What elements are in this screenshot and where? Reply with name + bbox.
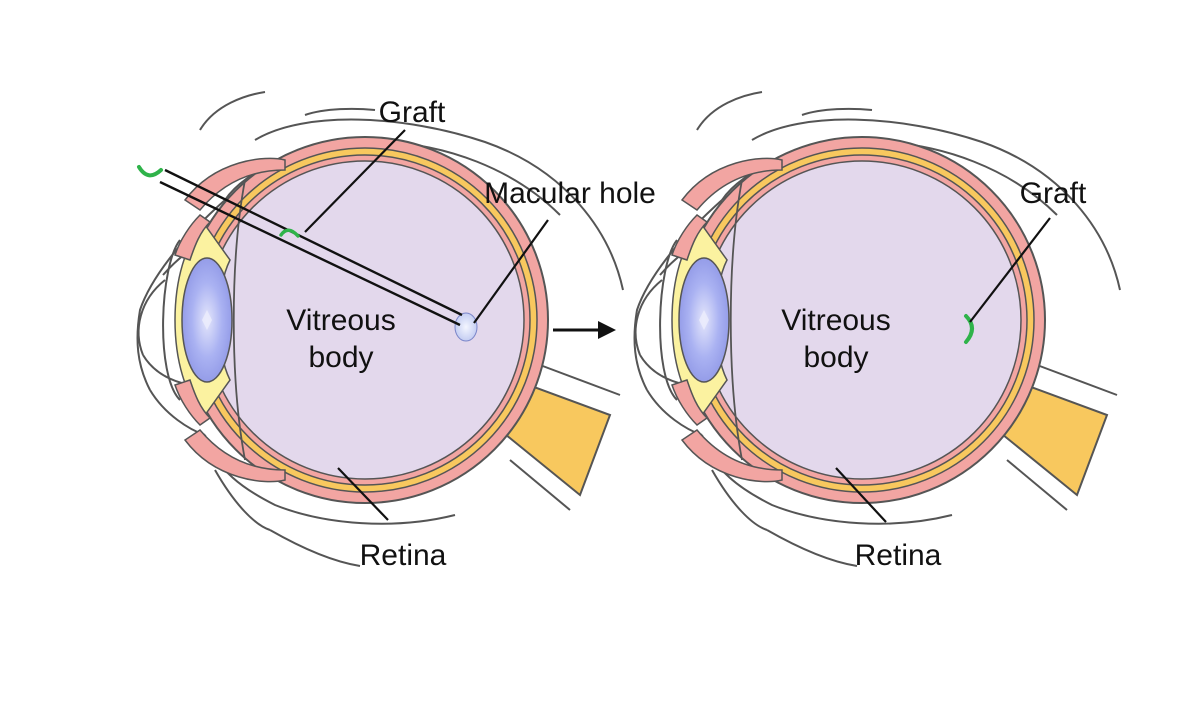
retina-leader — [337, 467, 389, 521]
macular-hole-leader — [473, 219, 549, 324]
graft-outside-icon — [137, 165, 163, 178]
label-vitreous-right: Vitreous — [781, 304, 891, 337]
transition-arrow-icon — [553, 321, 616, 339]
label-graft: Graft — [379, 96, 446, 129]
left-eye: Graft Macular hole Vitreous body Retina — [136, 91, 656, 572]
label-retina-right: Retina — [855, 539, 942, 572]
graft-inside-icon — [279, 228, 300, 238]
graft-leader — [304, 129, 406, 233]
graft-placed-icon — [964, 314, 974, 344]
label-macular-hole: Macular hole — [484, 177, 656, 210]
instrument-line-1 — [164, 168, 463, 317]
graft-leader-right — [969, 217, 1051, 323]
label-body: body — [308, 341, 373, 374]
macular-hole-marker — [454, 312, 478, 342]
label-retina: Retina — [360, 539, 447, 572]
instrument-line-2 — [159, 180, 461, 327]
right-eye: Graft Vitreous body Retina — [633, 91, 1121, 572]
label-body-right: body — [803, 341, 868, 374]
retina-leader-right — [835, 467, 887, 523]
label-graft-right: Graft — [1020, 177, 1087, 210]
label-vitreous: Vitreous — [286, 304, 396, 337]
